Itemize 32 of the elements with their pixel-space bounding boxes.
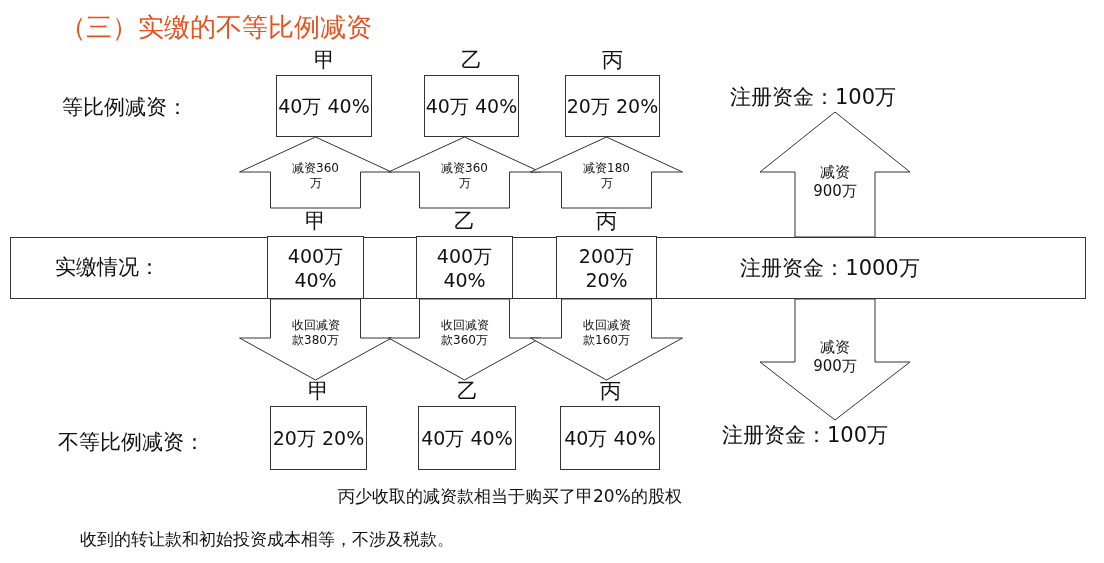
edge-label: 收回减资款380万: [290, 317, 341, 348]
value-text: 40万 40%: [278, 94, 370, 118]
column-heading: 丙: [599, 378, 621, 405]
column-heading: 乙: [456, 378, 478, 405]
text-label: 注册资金：1000万: [700, 237, 960, 299]
value-text: 20万 20%: [272, 426, 365, 450]
value-text: 40万 40%: [425, 94, 518, 118]
text-label: 注册资金：100万: [730, 82, 930, 112]
note-text: 收到的转让款和初始投资成本相等，不涉及税款。: [80, 528, 454, 551]
value-text: 400万 40%: [286, 243, 345, 292]
title: （三）实缴的不等比例减资: [60, 11, 372, 44]
column-heading: 丙: [596, 208, 617, 235]
value-text: 400万 40%: [435, 243, 494, 292]
edge-label: 收回减资款360万: [439, 317, 490, 348]
column-heading: 丙: [602, 47, 623, 74]
row-label: 不等比例减资：: [58, 429, 205, 456]
row-label: 实缴情况：: [55, 255, 160, 279]
value-text: 40万 40%: [421, 426, 513, 450]
row-label: 等比例减资：: [62, 94, 188, 121]
value-text: 20万 20%: [566, 94, 659, 118]
edge-label: 减资900万: [813, 337, 857, 376]
edge-label: 减资900万: [813, 162, 857, 201]
value-text: 40万 40%: [564, 426, 656, 450]
column-heading: 乙: [454, 208, 475, 235]
note-text: 丙少收取的减资款相当于购买了甲20%的股权: [338, 485, 682, 508]
column-heading: 乙: [461, 47, 482, 74]
value-text: 200万 20%: [577, 243, 636, 292]
column-heading: 甲: [305, 208, 326, 235]
edge-label: 收回减资款160万: [581, 317, 632, 348]
column-heading: 甲: [313, 47, 335, 74]
text-label: 注册资金：100万: [722, 420, 922, 450]
column-heading: 甲: [308, 378, 329, 405]
